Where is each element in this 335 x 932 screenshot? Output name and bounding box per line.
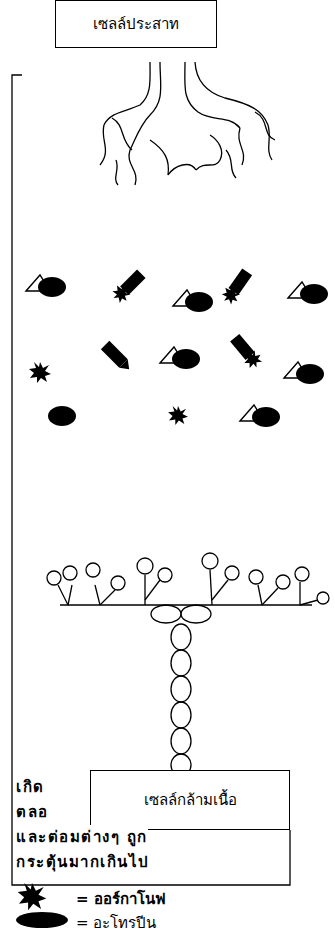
cell-name: เซลล์กล้ามเนื้อ bbox=[144, 788, 237, 812]
cell-box: เซลล์ประสาท bbox=[55, 0, 217, 48]
receptor bbox=[47, 553, 329, 776]
cell-name: เซลล์ประสาท bbox=[93, 12, 179, 36]
note-text: ตลอ bbox=[16, 800, 49, 824]
legend-star-sample bbox=[18, 883, 47, 910]
note-text: กระตุ้นมากเกินไป bbox=[16, 850, 150, 874]
legend-text: = ออร์กาโนฟ bbox=[76, 887, 166, 911]
nerve-terminal bbox=[100, 62, 275, 185]
molecules bbox=[26, 267, 328, 427]
legend-oval-sample bbox=[16, 912, 68, 928]
legend-text: = อะโทรปีน bbox=[76, 911, 156, 932]
note-text: และต่อมต่างๆ ถูก bbox=[16, 825, 148, 849]
cell-box: เซลล์กล้ามเนื้อ bbox=[90, 770, 290, 830]
bracket bbox=[12, 75, 290, 885]
note-text: เกิด bbox=[16, 775, 45, 799]
